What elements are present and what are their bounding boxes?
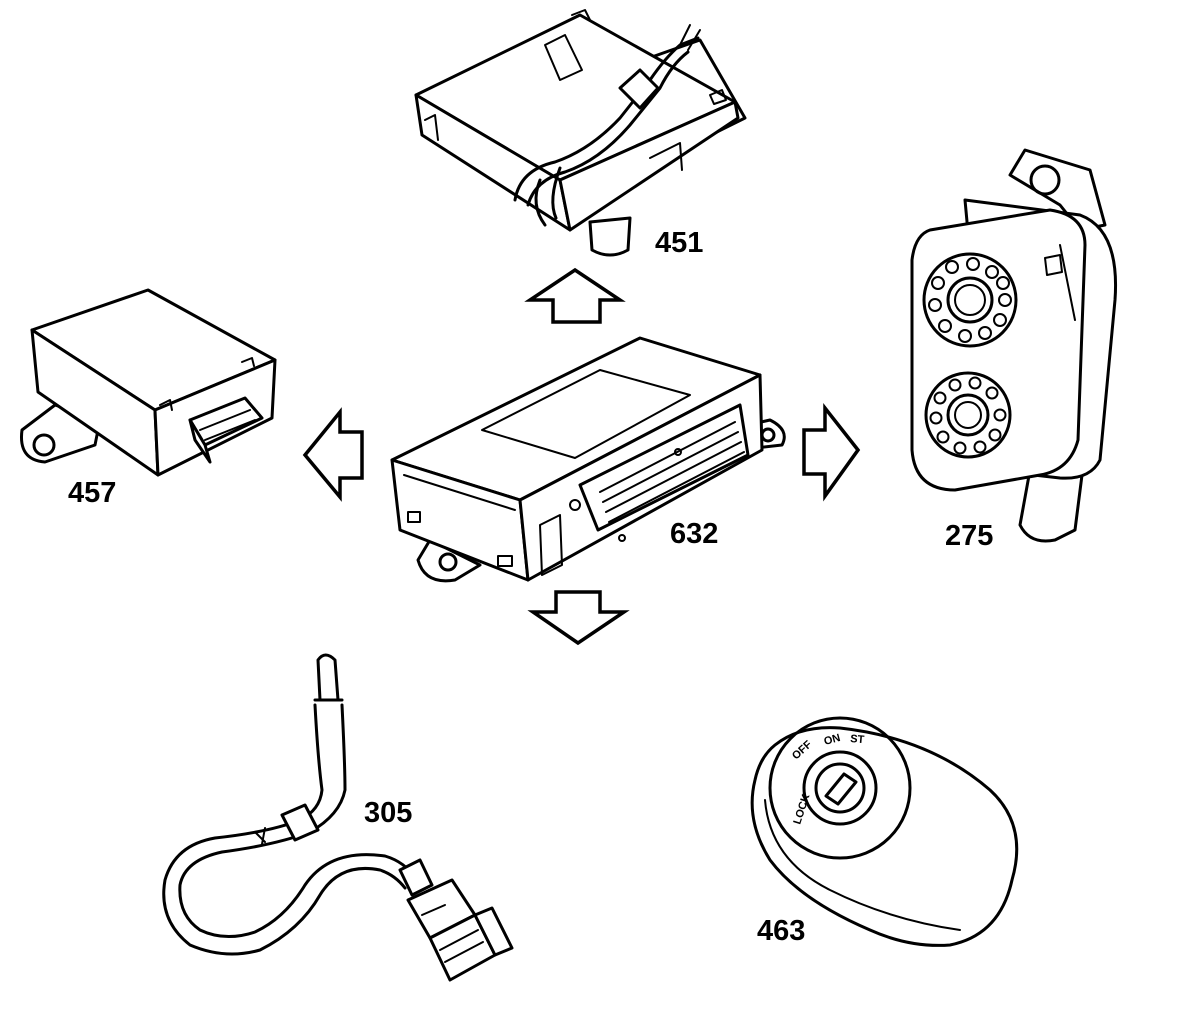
label-305: 305 [364, 797, 412, 829]
speaker-holes-2 [929, 376, 1007, 455]
arrow-up [524, 267, 626, 324]
arrow-left [302, 407, 364, 502]
siren-275-illustration [910, 148, 1118, 543]
ignition-switch-463-illustration [750, 716, 1019, 947]
label-463: 463 [757, 915, 805, 947]
ignition-pos-on: ON [823, 732, 842, 748]
module-457-illustration [19, 288, 277, 477]
arrow-down [527, 590, 630, 646]
label-457: 457 [68, 477, 116, 509]
label-451: 451 [655, 227, 703, 259]
module-451-illustration [414, 9, 747, 257]
connector-pins [599, 421, 745, 523]
speaker-holes-1 [928, 257, 1012, 343]
label-275: 275 [945, 520, 993, 552]
label-632: 632 [670, 518, 718, 550]
sensor-305-illustration [162, 653, 514, 982]
module-632-illustration [390, 336, 786, 583]
arrow-right [802, 402, 861, 502]
ignition-pos-st: ST [850, 733, 865, 746]
